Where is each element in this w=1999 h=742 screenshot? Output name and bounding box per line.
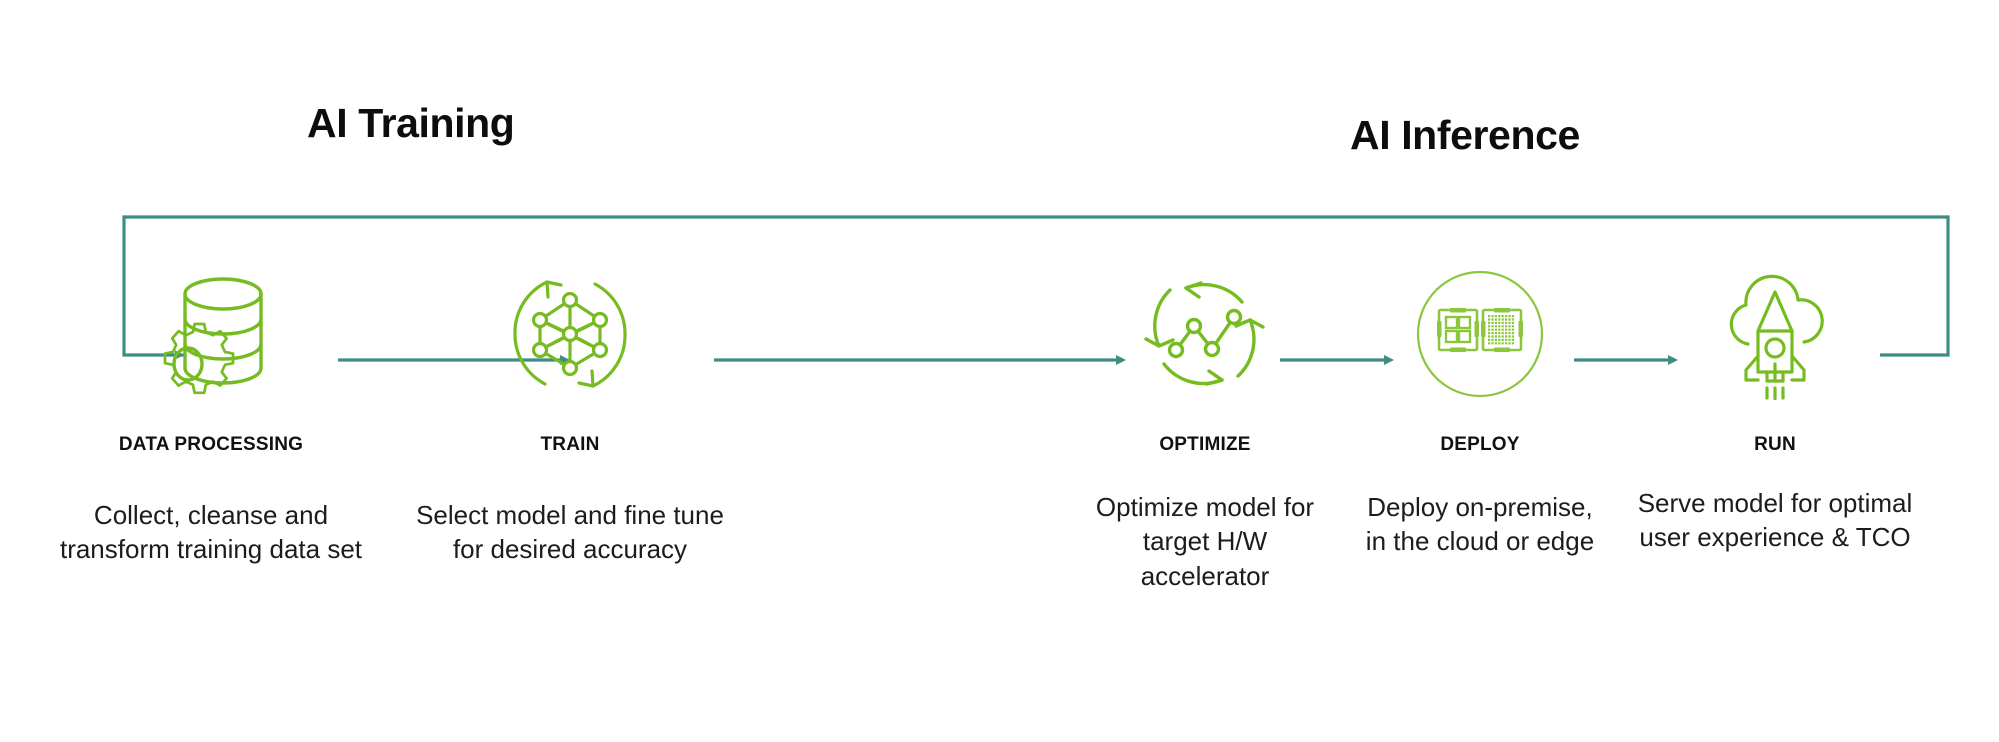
step-label-run: RUN: [1754, 434, 1796, 455]
database-gear-icon: [163, 277, 263, 395]
step-label-deploy: DEPLOY: [1440, 434, 1520, 455]
step-deploy: DEPLOY Deploy on-premise, in the cloud o…: [1355, 268, 1605, 559]
step-label-optimize: OPTIMIZE: [1159, 434, 1251, 455]
phase-title-ai-inference: AI Inference: [1350, 112, 1580, 158]
step-label-train: TRAIN: [540, 434, 600, 455]
step-icon-wrap: [1355, 268, 1605, 400]
step-icon-wrap: [410, 268, 730, 400]
step-description-optimize: Optimize model for target H/W accelerato…: [1095, 492, 1315, 591]
line-chart-refresh-icon: [1144, 281, 1265, 386]
step-optimize: OPTIMIZE Optimize model for target H/W a…: [1080, 268, 1330, 593]
step-description-deploy: Deploy on-premise, in the cloud or edge: [1365, 492, 1595, 557]
step-icon-wrap: [46, 268, 376, 400]
cloud-rocket-icon: [1729, 274, 1824, 400]
step-run: RUN Serve model for optimal user experie…: [1630, 268, 1920, 555]
cpu-gpu-chips-circle-icon: [1416, 270, 1544, 398]
neural-network-refresh-icon: [513, 280, 627, 388]
phase-title-ai-training: AI Training: [307, 100, 515, 146]
connector-train-to-optimize: [714, 355, 1126, 365]
step-label-data-processing: DATA PROCESSING: [118, 434, 304, 455]
step-description-train: Select model and fine tune for desired a…: [416, 500, 724, 565]
step-data-processing: DATA PROCESSING Collect, cleanse and tra…: [46, 268, 376, 567]
step-description-run: Serve model for optimal user experience …: [1637, 488, 1913, 553]
step-icon-wrap: [1080, 268, 1330, 400]
step-description-data-processing: Collect, cleanse and transform training …: [59, 500, 363, 565]
step-train: TRAIN Select model and fine tune for des…: [410, 268, 730, 567]
step-icon-wrap: [1630, 268, 1920, 400]
